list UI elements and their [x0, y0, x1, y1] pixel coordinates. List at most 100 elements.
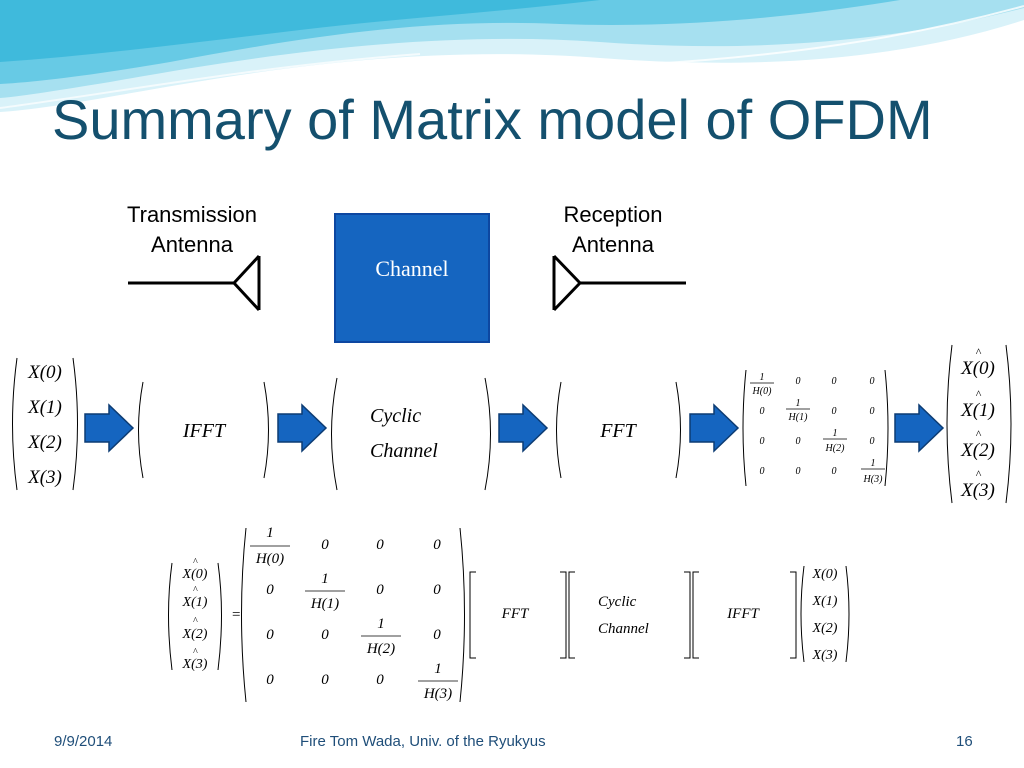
- svg-text:0: 0: [433, 582, 441, 598]
- svg-text:1: 1: [377, 616, 385, 632]
- svg-text:0: 0: [433, 627, 441, 643]
- vector-entry: X(3): [27, 467, 62, 488]
- svg-text:^: ^: [975, 427, 981, 441]
- reception-antenna-label: Reception Antenna: [538, 200, 688, 260]
- footer-date: 9/9/2014: [54, 733, 113, 750]
- vector-entry: X(2): [27, 432, 62, 453]
- arrow-icon: [689, 404, 739, 452]
- channel-label: Channel: [375, 256, 449, 281]
- svg-text:^: ^: [193, 647, 198, 658]
- svg-text:H(1): H(1): [310, 596, 339, 612]
- svg-text:^: ^: [193, 557, 198, 568]
- diag-entry: 0: [760, 466, 765, 477]
- transmission-antenna-icon: [128, 254, 261, 312]
- svg-text:^: ^: [193, 585, 198, 596]
- vector-entry: X(0): [27, 362, 62, 383]
- svg-text:X(3): X(3): [182, 657, 208, 672]
- svg-text:0: 0: [266, 672, 274, 688]
- svg-text:H(0): H(0): [255, 551, 284, 567]
- svg-text:1: 1: [321, 571, 329, 587]
- equation-fft-label: FFT: [501, 606, 530, 622]
- fft-block-label: FFT: [599, 420, 637, 442]
- diag-entry: 0: [832, 466, 837, 477]
- diag-entry: 0: [832, 376, 837, 387]
- equation-channel-label: Channel: [598, 621, 649, 637]
- svg-text:X(3): X(3): [960, 480, 995, 501]
- svg-text:0: 0: [376, 672, 384, 688]
- svg-text:X(2): X(2): [960, 440, 995, 461]
- rx-label-line-2: Antenna: [572, 232, 654, 257]
- diag-entry: 0: [796, 466, 801, 477]
- diag-entry: 1: [871, 458, 876, 469]
- vector-entry: X(2): [812, 621, 838, 636]
- vector-entry: X(1): [27, 397, 62, 418]
- svg-text:0: 0: [433, 537, 441, 553]
- diag-entry: H(3): [863, 474, 884, 485]
- equation-diagonal-matrix: 1 H(0) 0 0 0 0 1 H(1) 0 0 0 0 1 H(2) 0 0…: [250, 525, 458, 702]
- cyclic-label: Cyclic: [370, 405, 421, 427]
- vector-entry: X(1): [812, 594, 838, 609]
- diag-entry: 0: [760, 436, 765, 447]
- equation-rhs-vector: X(0) X(1) X(2) X(3): [812, 567, 838, 663]
- arrow-icon: [498, 404, 548, 452]
- svg-text:X(0): X(0): [182, 567, 208, 582]
- svg-text:X(1): X(1): [182, 595, 208, 610]
- svg-text:1: 1: [266, 525, 274, 541]
- diag-entry: 1: [796, 398, 801, 409]
- arrow-icon: [277, 404, 327, 452]
- diag-entry: H(2): [825, 443, 846, 454]
- transmission-antenna-label: Transmission Antenna: [112, 200, 272, 260]
- diag-entry: 0: [760, 406, 765, 417]
- equation-ifft-label: IFFT: [726, 606, 760, 622]
- tx-label-line-1: Transmission: [127, 202, 257, 227]
- slide-title: Summary of Matrix model of OFDM: [52, 88, 933, 151]
- svg-text:^: ^: [193, 616, 198, 627]
- svg-text:X(1): X(1): [960, 400, 995, 421]
- svg-text:H(3): H(3): [423, 686, 452, 702]
- diag-entry: 0: [870, 436, 875, 447]
- equals-sign: =: [232, 607, 240, 623]
- equation-lhs-vector: ^ X(0) ^ X(1) ^ X(2) ^ X(3): [182, 557, 208, 672]
- svg-text:X(2): X(2): [182, 627, 208, 642]
- svg-text:0: 0: [266, 582, 274, 598]
- tx-label-line-2: Antenna: [151, 232, 233, 257]
- svg-text:0: 0: [321, 627, 329, 643]
- diag-entry: 0: [870, 376, 875, 387]
- vector-entry: X(0): [812, 567, 838, 582]
- svg-text:H(2): H(2): [366, 641, 395, 657]
- svg-text:0: 0: [376, 582, 384, 598]
- arrow-icon: [84, 404, 134, 452]
- svg-text:X(0): X(0): [960, 358, 995, 379]
- arrow-icon: [894, 404, 944, 452]
- top-row-brackets: [12, 344, 1012, 504]
- top-diagonal-matrix: 1 H(0) 0 0 0 0 1 H(1) 0 0 0 0 1 H(2) 0 0…: [750, 372, 885, 485]
- cyclic-channel-label: Channel: [370, 440, 438, 462]
- rx-label-line-1: Reception: [563, 202, 663, 227]
- diag-entry: H(0): [752, 386, 773, 397]
- reception-antenna-icon: [552, 254, 686, 312]
- diag-entry: 0: [796, 376, 801, 387]
- svg-text:0: 0: [266, 627, 274, 643]
- diag-entry: 1: [833, 428, 838, 439]
- top-output-vector: ^ X(0) ^ X(1) ^ X(2) ^ X(3): [960, 345, 995, 501]
- top-input-vector: X(0) X(1) X(2) X(3): [27, 362, 62, 488]
- footer-page-number: 16: [956, 733, 973, 750]
- svg-text:^: ^: [975, 467, 981, 481]
- svg-text:0: 0: [321, 672, 329, 688]
- svg-text:0: 0: [321, 537, 329, 553]
- diag-entry: 0: [796, 436, 801, 447]
- equation-brackets: [168, 527, 850, 703]
- equation-cyclic-label: Cyclic: [598, 594, 637, 610]
- ifft-block-label: IFFT: [182, 420, 227, 442]
- diag-entry: H(1): [788, 412, 809, 423]
- diag-entry: 0: [870, 406, 875, 417]
- header-wave-decoration: [0, 0, 1024, 112]
- svg-text:^: ^: [975, 387, 981, 401]
- footer-author: Fire Tom Wada, Univ. of the Ryukyus: [300, 733, 546, 750]
- svg-text:0: 0: [376, 537, 384, 553]
- channel-block: Channel: [334, 213, 490, 343]
- diag-entry: 1: [760, 372, 765, 383]
- svg-text:^: ^: [975, 345, 981, 359]
- diag-entry: 0: [832, 406, 837, 417]
